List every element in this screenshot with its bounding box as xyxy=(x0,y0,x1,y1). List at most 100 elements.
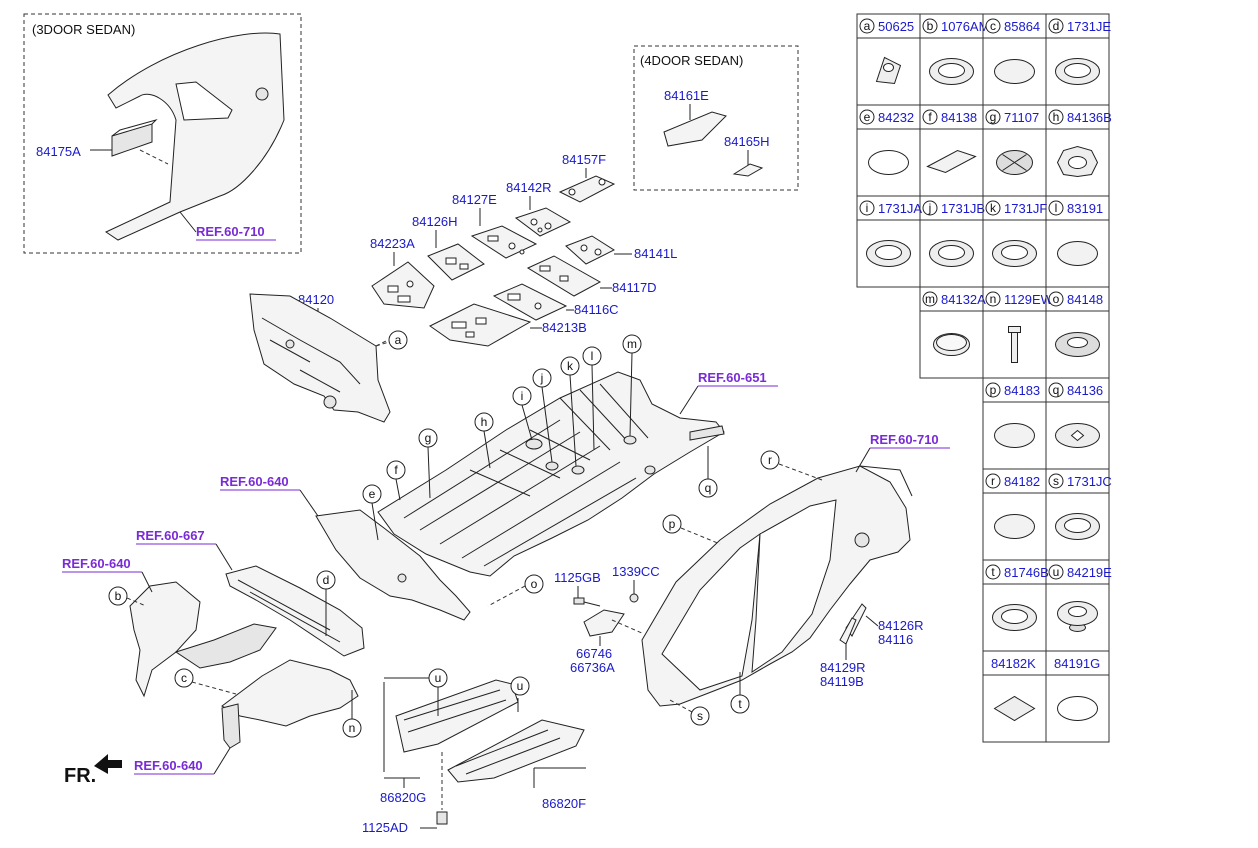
dash-lower-piece xyxy=(315,509,471,621)
part-84138-icon xyxy=(926,149,977,174)
fr-label: FR. xyxy=(64,765,96,787)
callout-d[interactable]: d xyxy=(316,570,336,590)
label-84161E[interactable]: 84161E xyxy=(664,88,709,103)
label-1125GB[interactable]: 1125GB xyxy=(554,570,601,585)
table-part-number: 1731JB xyxy=(941,201,985,216)
table-letter: n xyxy=(990,292,997,306)
label-84127E[interactable]: 84127E xyxy=(452,192,497,207)
table-part-number: 84148 xyxy=(1067,292,1103,307)
ref-60-640-left[interactable]: REF.60-640 xyxy=(62,556,131,571)
table-part-number: 1731JA xyxy=(878,201,922,216)
ref-60-640-mid[interactable]: REF.60-640 xyxy=(220,474,289,489)
part-84219E-icon xyxy=(1057,601,1098,632)
callout-a[interactable]: a xyxy=(388,330,408,350)
callout-s[interactable]: s xyxy=(690,706,710,726)
table-cell-j[interactable]: j 1731JB xyxy=(919,195,985,288)
small-pads: 84126R 84116 84129R 84119B xyxy=(820,603,924,689)
callout-k[interactable]: k xyxy=(560,356,580,376)
label-84120[interactable]: 84120 xyxy=(298,292,334,307)
callout-b[interactable]: b xyxy=(108,586,128,606)
label-66736A[interactable]: 66736A xyxy=(570,660,615,675)
label-1339CC[interactable]: 1339CC xyxy=(612,564,660,579)
floor-panel xyxy=(377,371,725,577)
label-84119B[interactable]: 84119B xyxy=(820,674,864,689)
label-84142R[interactable]: 84142R xyxy=(506,180,552,195)
callout-e[interactable]: e xyxy=(362,484,382,504)
table-letter: j xyxy=(928,201,932,215)
table-cell-84182K[interactable]: 84182K xyxy=(982,650,1047,743)
ref-60-710-right[interactable]: REF.60-710 xyxy=(870,432,939,447)
callout-j[interactable]: j xyxy=(532,368,552,388)
label-84116C[interactable]: 84116C xyxy=(574,302,619,317)
bolt-1125GB xyxy=(573,597,585,605)
label-84165H[interactable]: 84165H xyxy=(724,134,770,149)
svg-text:u: u xyxy=(435,671,442,685)
callout-c[interactable]: c xyxy=(174,668,194,688)
label-84126R[interactable]: 84126R xyxy=(878,618,924,633)
callout-u-right[interactable]: u xyxy=(510,676,530,696)
callout-q[interactable]: q xyxy=(698,478,718,498)
table-cell-84191G[interactable]: 84191G xyxy=(1045,650,1110,743)
ref-60-667[interactable]: REF.60-667 xyxy=(136,528,205,543)
callout-h[interactable]: h xyxy=(474,412,494,432)
label-84175A[interactable]: 84175A xyxy=(36,144,81,159)
label-86820G[interactable]: 86820G xyxy=(380,790,426,805)
table-part-number: 84182K xyxy=(991,656,1036,671)
svg-text:k: k xyxy=(567,359,574,373)
table-letter: u xyxy=(1053,565,1060,579)
front-side-member-right xyxy=(221,659,359,727)
bolt-1125AD xyxy=(436,811,448,825)
label-84116[interactable]: 84116 xyxy=(878,632,913,647)
callout-n[interactable]: n xyxy=(342,718,362,738)
ref-60-710-top[interactable]: REF.60-710 xyxy=(196,224,265,239)
label-84141L[interactable]: 84141L xyxy=(634,246,677,261)
label-84129R[interactable]: 84129R xyxy=(820,660,866,675)
callout-r[interactable]: r xyxy=(760,450,780,470)
callout-g[interactable]: g xyxy=(418,428,438,448)
label-66746[interactable]: 66746 xyxy=(576,646,612,661)
pads-group: 84157F 84142R 84127E 84126H 84223A 84141 xyxy=(370,152,677,347)
label-84157F[interactable]: 84157F xyxy=(562,152,606,167)
callout-i[interactable]: i xyxy=(512,386,532,406)
label-84213B[interactable]: 84213B xyxy=(542,320,587,335)
part-84148-icon xyxy=(1055,332,1100,357)
callout-t[interactable]: t xyxy=(730,694,750,714)
lower-dash-panel xyxy=(315,509,471,621)
label-84223A[interactable]: 84223A xyxy=(370,236,415,251)
callout-p[interactable]: p xyxy=(662,514,682,534)
callout-m[interactable]: m xyxy=(622,334,642,354)
label-84117D[interactable]: 84117D xyxy=(612,280,657,295)
table-letter: h xyxy=(1053,110,1060,124)
ref-60-640-bottom[interactable]: REF.60-640 xyxy=(134,758,203,773)
label-1125AD[interactable]: 1125AD xyxy=(362,820,408,835)
callout-l[interactable]: l xyxy=(582,346,602,366)
callout-o[interactable]: o xyxy=(524,574,544,594)
callout-u-left[interactable]: u xyxy=(428,668,448,688)
label-86820F[interactable]: 86820F xyxy=(542,796,586,811)
label-84126H[interactable]: 84126H xyxy=(412,214,458,229)
callout-f[interactable]: f xyxy=(386,460,406,480)
ref-60-651[interactable]: REF.60-651 xyxy=(698,370,767,385)
part-1731JE-icon xyxy=(1055,58,1100,85)
